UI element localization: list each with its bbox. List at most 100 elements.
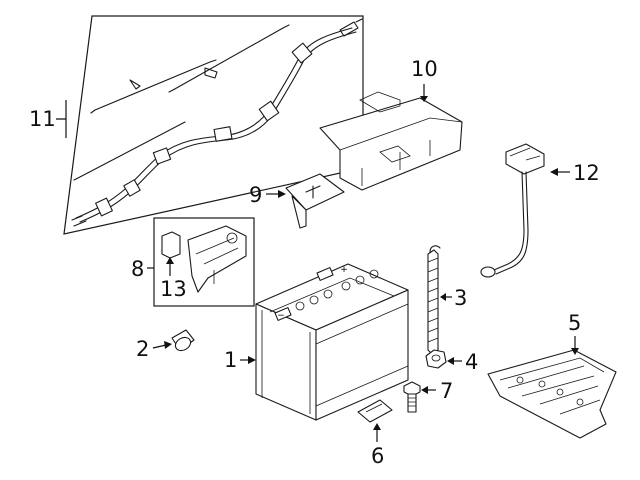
- callout-12: 12: [573, 161, 600, 185]
- callout-2: 2: [136, 337, 149, 361]
- part-3-threaded-rod: [427, 245, 441, 355]
- cable-tie-2-clip: [204, 67, 218, 79]
- battery-cap-4: [341, 281, 351, 291]
- part-11-cable-harness: [63, 15, 364, 235]
- loom-end-terminal: [339, 18, 363, 37]
- loom-connector-a: [95, 197, 113, 217]
- tray-hole-1: [556, 388, 564, 396]
- cable-tie-1-clip: [129, 79, 141, 90]
- arrow-2: [164, 341, 172, 349]
- arrow-3: [440, 293, 446, 301]
- tray-hole-4: [516, 376, 524, 384]
- cover-clip-top: [359, 91, 401, 113]
- battery-cap-6: [369, 269, 379, 279]
- callout-1: 1: [224, 348, 237, 372]
- cable-ring-terminal: [480, 266, 496, 278]
- loom-start-terminal: [71, 215, 87, 227]
- nut-body: [425, 349, 447, 369]
- callout-9: 9: [249, 183, 262, 207]
- callout-10: 10: [411, 57, 438, 81]
- callout-5: 5: [568, 311, 581, 335]
- cable-clamp-body: [505, 143, 545, 175]
- callout-13: 13: [160, 277, 187, 301]
- rod-shaft: [427, 249, 439, 355]
- loom-connector-d: [213, 126, 233, 142]
- loom-connector-c: [152, 147, 172, 165]
- arrow-1: [248, 356, 256, 364]
- part-8-fuse-box: [153, 217, 255, 307]
- battery-side-bands: [315, 303, 409, 407]
- bolt-threads: [408, 397, 416, 407]
- bracket-leg: [291, 195, 307, 229]
- nut-hole: [431, 354, 441, 362]
- cover-body: [319, 97, 463, 191]
- part-7-bolt: [403, 381, 421, 413]
- fuse-box-bolt: [226, 232, 238, 244]
- part-13-small-connector: [161, 231, 181, 259]
- bolt-shank: [407, 393, 417, 413]
- part-10-battery-cover: [319, 91, 463, 191]
- tray-hole-2: [576, 398, 584, 406]
- callout-4: 4: [465, 350, 478, 374]
- fuse-box-body: [187, 225, 247, 293]
- tray-body: [487, 349, 617, 439]
- callout-8: 8: [131, 257, 144, 281]
- cable-wire-outer: [495, 171, 529, 275]
- fuse-box-frame: [153, 217, 255, 307]
- loom-connector-f: [291, 42, 313, 64]
- arrow-9: [278, 190, 286, 198]
- arrow-4: [447, 357, 454, 365]
- cover-ribs: [361, 140, 431, 186]
- callout-6: 6: [371, 444, 384, 468]
- battery-plus-symbol: +: [340, 265, 348, 275]
- bracket-plus-mark: [305, 185, 321, 199]
- battery-top-rim: [269, 277, 395, 313]
- battery-minus-symbol: −: [277, 311, 285, 321]
- arrow-5: [571, 348, 579, 355]
- arrow-6: [373, 423, 381, 430]
- battery-cap-5: [355, 275, 365, 285]
- part-12-ground-cable: [480, 143, 545, 278]
- part-4-nut: [425, 349, 447, 369]
- cable-tie-3: [73, 121, 186, 181]
- cap-face: [174, 336, 192, 352]
- cable-tie-2: [168, 24, 290, 93]
- cover-ridge: [339, 117, 463, 151]
- callouts: 11 10 9 12 8 13 3 5 2 1: [29, 57, 600, 468]
- part-2-cap: [171, 329, 195, 352]
- battery-cap-3: [323, 289, 333, 299]
- rod-hook: [429, 245, 441, 253]
- cable-wire: [493, 171, 525, 271]
- callout-7: 7: [440, 379, 453, 403]
- battery-front-edges: [261, 310, 311, 414]
- battery-side: [315, 289, 409, 421]
- callout-11: 11: [29, 107, 56, 131]
- part-5-battery-tray: [487, 349, 617, 439]
- part-9-bracket: [285, 173, 345, 229]
- cable-clamp-detail: [509, 147, 541, 161]
- loom-connector-b: [123, 179, 141, 197]
- arrow-10: [420, 96, 428, 102]
- arrow-13: [166, 257, 174, 264]
- part-6-clamp-plate: [357, 399, 393, 423]
- arrow-7: [421, 386, 428, 394]
- leader-11: [56, 100, 67, 138]
- arrow-12: [550, 168, 558, 176]
- tray-ribs: [499, 357, 605, 415]
- cable-tie-1: [90, 59, 217, 114]
- part-1-battery: − +: [255, 263, 409, 421]
- rod-threads: [427, 257, 439, 343]
- battery-cap-2: [309, 295, 319, 305]
- bolt-head: [403, 381, 421, 397]
- leader-2: [152, 344, 167, 349]
- cover-slot: [379, 145, 411, 163]
- battery-terminal-positive: [316, 267, 334, 281]
- battery-terminal-negative: [274, 307, 292, 321]
- clamp-plate-slot: [365, 403, 383, 413]
- tray-hole-3: [538, 380, 546, 388]
- loom-connector-e: [258, 100, 280, 122]
- callout-3: 3: [454, 286, 467, 310]
- clamp-plate-top: [357, 399, 393, 423]
- battery-cap-1: [295, 301, 305, 311]
